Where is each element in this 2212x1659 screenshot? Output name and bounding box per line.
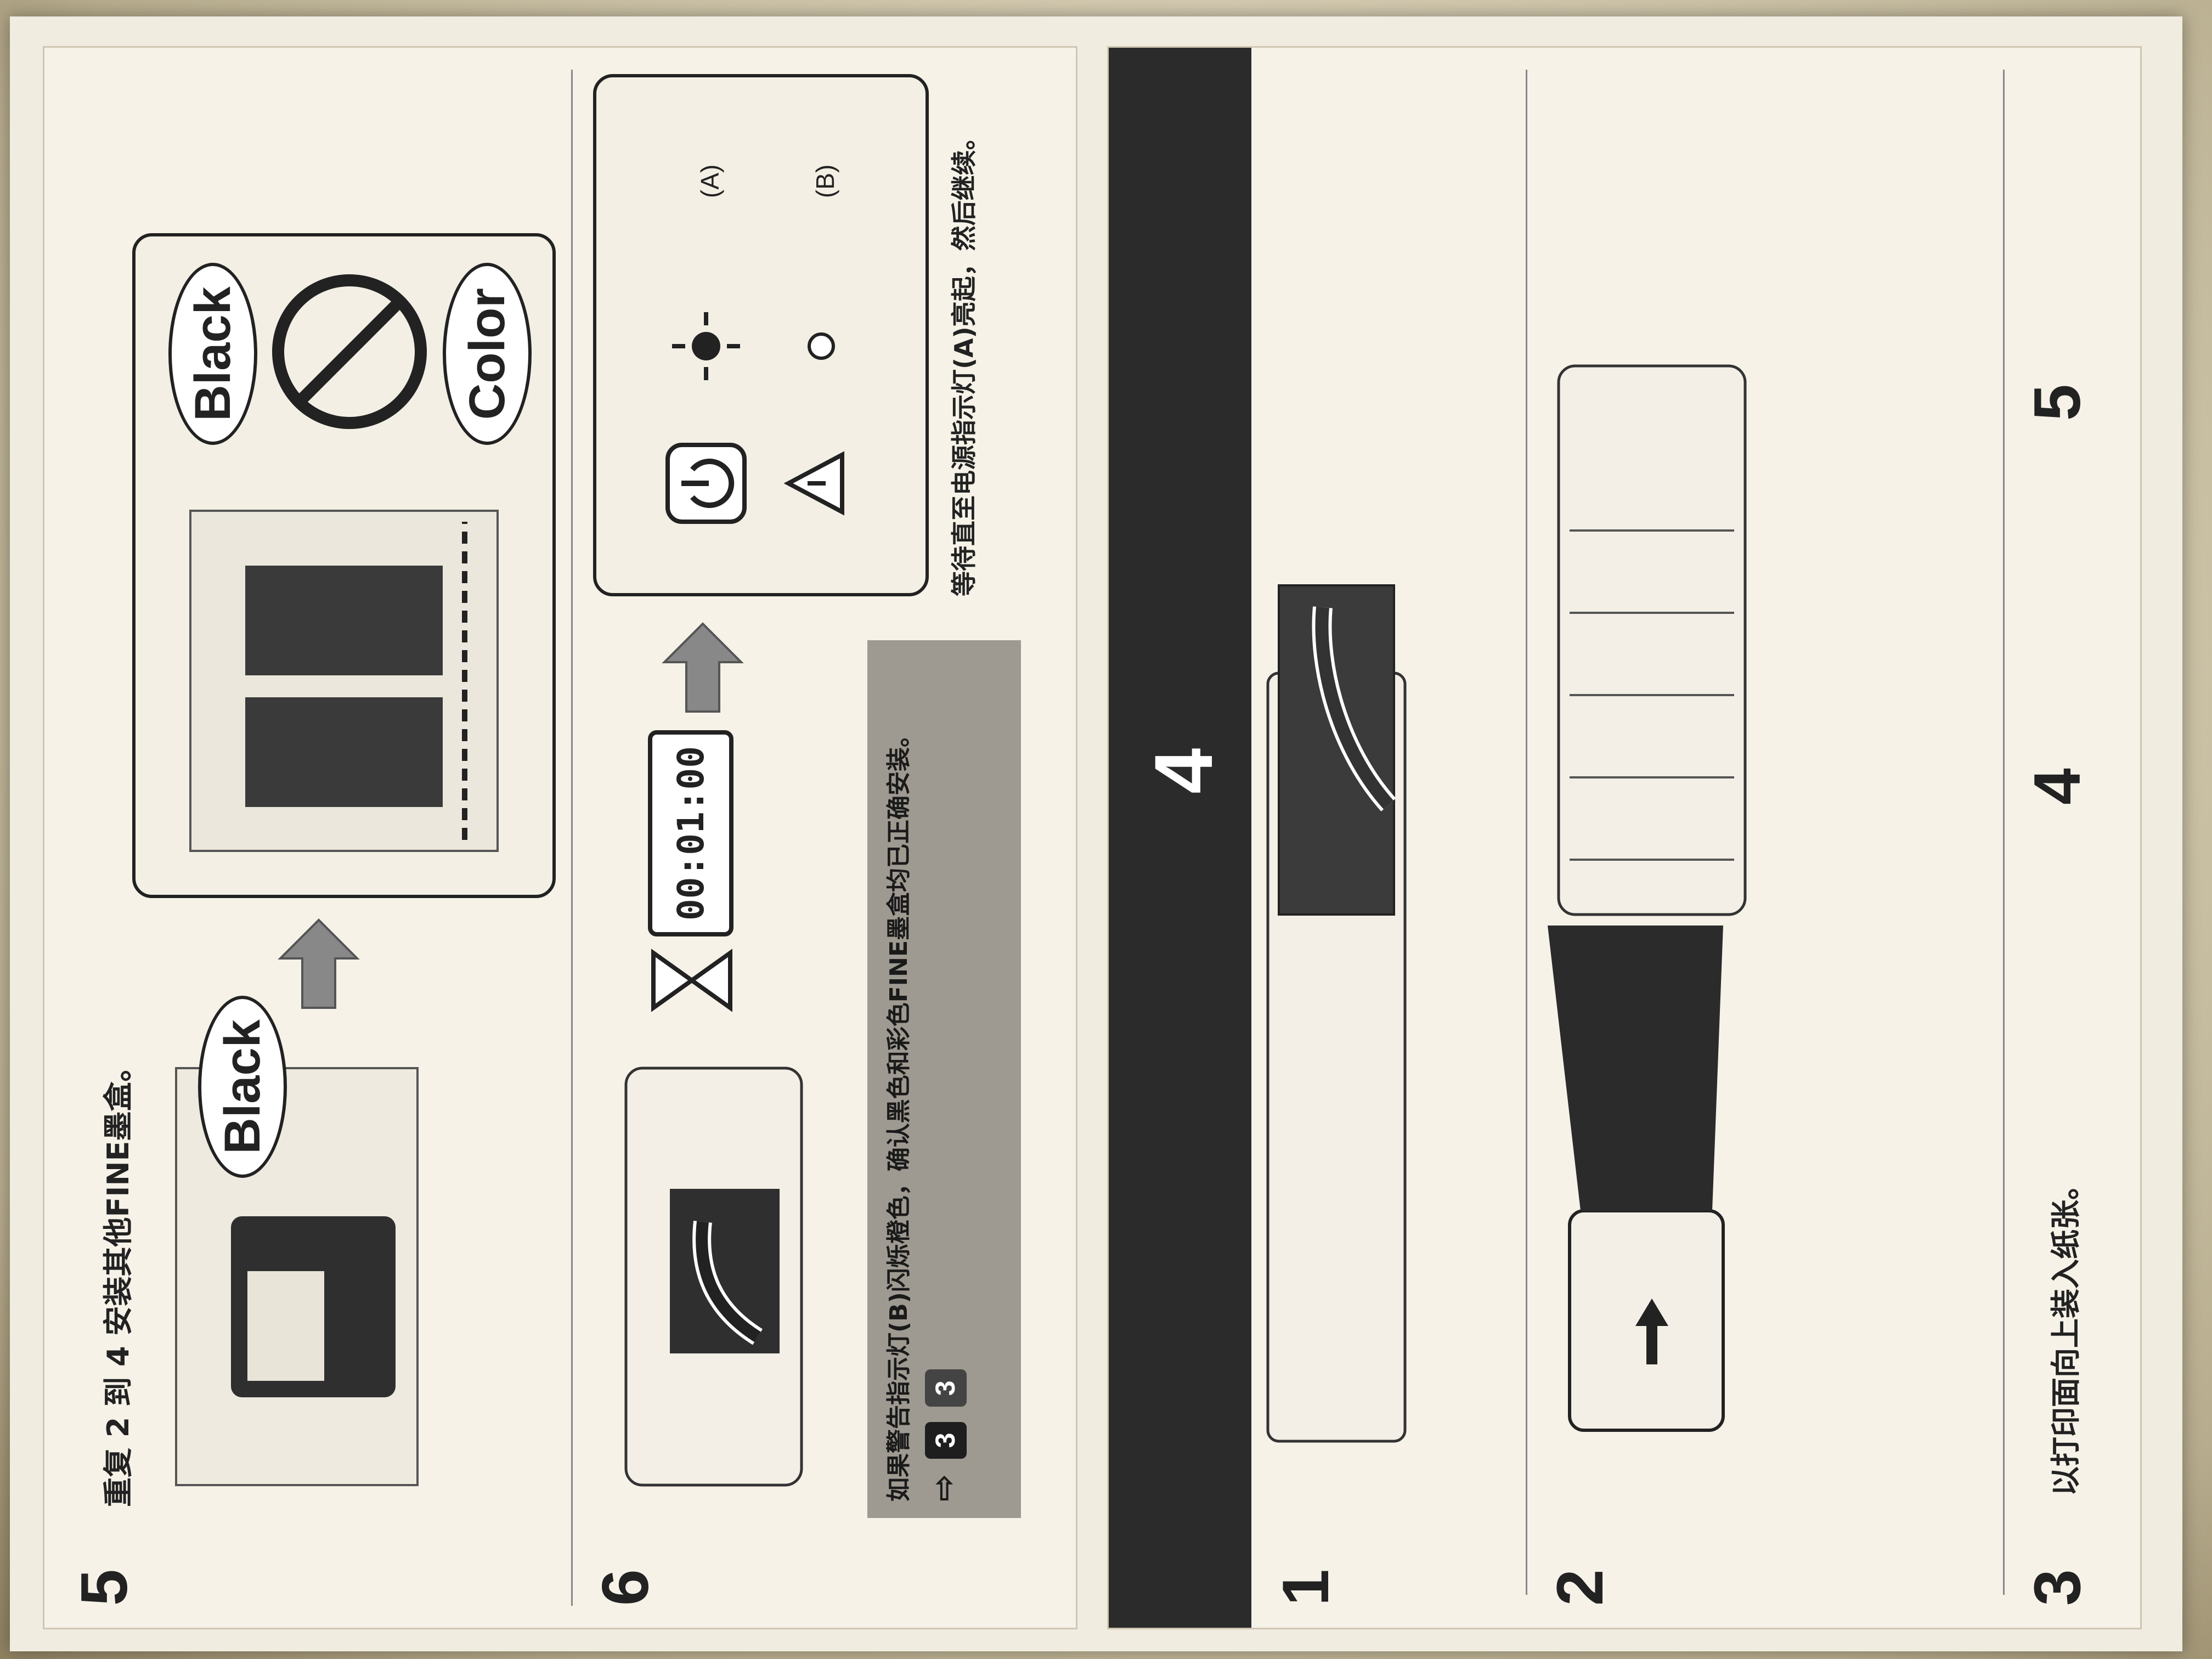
warning-icon bbox=[783, 451, 844, 516]
label-a: (A) bbox=[696, 164, 724, 198]
power-icon bbox=[665, 443, 747, 524]
hourglass-icon bbox=[651, 949, 732, 1012]
steps-5-6-panel: 5 重复 2 到 4 安装其他FINE墨盒。 Black Black Color bbox=[43, 46, 1077, 1629]
label-black-2: Black bbox=[168, 263, 257, 445]
substep-5-number: 5 bbox=[2021, 384, 2094, 421]
timer-display: 00:01:00 bbox=[648, 730, 733, 936]
substep-1-illustration bbox=[1266, 584, 1407, 1443]
step4-header-band bbox=[1109, 48, 1251, 1628]
label-black-1: Black bbox=[198, 996, 287, 1178]
substep-2-number: 2 bbox=[1543, 1569, 1617, 1606]
step5-detail-illustration bbox=[189, 510, 499, 852]
reference-arrow-icon: ⇨ bbox=[924, 1474, 963, 1502]
step6-number: 6 bbox=[589, 1569, 662, 1606]
label-color: Color bbox=[443, 263, 532, 445]
warning-note-text: 如果警告指示灯(B)闪烁橙色，确认黑色和彩色FINE墨盒均已正确安装。 bbox=[885, 723, 913, 1502]
divider-5-6 bbox=[571, 70, 573, 1606]
step5-detail-frame: Black Color bbox=[132, 233, 556, 898]
power-lamp-lit-icon bbox=[672, 312, 740, 380]
divider-1 bbox=[1526, 70, 1527, 1595]
step6-arrow bbox=[662, 622, 744, 713]
prohibited-icon bbox=[272, 274, 427, 429]
step6-caption: 等待直至电源指示灯(A)亮起，然后继续。 bbox=[949, 125, 979, 596]
label-b: (B) bbox=[811, 164, 839, 198]
step4-panel: 4 1 2 3 以打印面向上装入纸张。 4 bbox=[1107, 46, 2142, 1629]
step4-number: 4 bbox=[1137, 748, 1229, 794]
step5-caption: 重复 2 到 4 安装其他FINE墨盒。 bbox=[101, 1052, 136, 1507]
warning-lamp-icon bbox=[808, 332, 835, 360]
step5-arrow bbox=[278, 918, 360, 1009]
step6-close-cover-illustration bbox=[624, 1066, 803, 1487]
substep-4-number: 4 bbox=[2021, 768, 2094, 805]
substep-3-caption: 以打印面向上装入纸张。 bbox=[2049, 1170, 2083, 1496]
reference-badge-2: 3 bbox=[925, 1369, 967, 1407]
control-panel-frame: (A) (B) bbox=[593, 74, 929, 596]
reference-badge-1: 3 bbox=[925, 1421, 967, 1459]
instruction-sheet: 4 1 2 3 以打印面向上装入纸张。 4 bbox=[10, 16, 2182, 1651]
substep-2-illustration bbox=[1548, 364, 1747, 1432]
step5-number: 5 bbox=[67, 1569, 141, 1606]
step5-insert-cartridge-illustration bbox=[175, 1067, 419, 1486]
substep-1-number: 1 bbox=[1269, 1569, 1342, 1606]
warning-note: 如果警告指示灯(B)闪烁橙色，确认黑色和彩色FINE墨盒均已正确安装。 ⇨ 3 … bbox=[867, 640, 1021, 1518]
divider-2 bbox=[2003, 70, 2005, 1595]
substep-3-number: 3 bbox=[2021, 1569, 2094, 1606]
